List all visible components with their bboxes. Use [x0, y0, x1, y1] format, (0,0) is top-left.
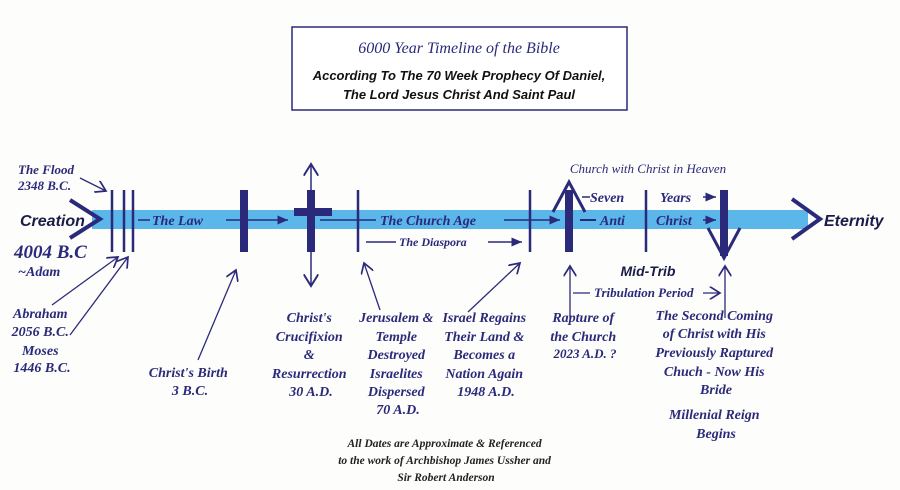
christ-label: Christ [656, 214, 693, 229]
creation-label: Creation [20, 213, 85, 230]
heaven-label: Church with Christ in Heaven [570, 161, 726, 176]
law-label: The Law [152, 214, 204, 229]
second-coming-arrow-icon [706, 190, 742, 262]
seven-label: Seven [590, 191, 624, 206]
early-markers [110, 190, 135, 252]
eternity-label: Eternity [824, 213, 885, 230]
eternity-chevron-icon [790, 197, 824, 241]
millenial-label: Millenial Reign Begins [668, 408, 763, 442]
creation-date-label: 4004 B.C ~Adam [13, 242, 91, 280]
tribulation-label: Tribulation Period [594, 285, 694, 300]
church-age-label: The Church Age [380, 214, 476, 229]
abraham-moses-label: Abraham 2056 B.C. Moses 1446 B.C. [11, 307, 73, 376]
rapture-arrow-icon [551, 178, 587, 252]
jerusalem-label: Jerusalem & Temple Destroyed Israelites … [358, 311, 437, 418]
title-sub2: The Lord Jesus Christ And Saint Paul [343, 87, 575, 102]
birth-marker [240, 190, 248, 252]
israel-label: Israel Regains Their Land & Becomes a Na… [441, 311, 529, 400]
pointer-arrows [51, 177, 520, 361]
anti-label: Anti [599, 214, 625, 229]
birth-label: Christ's Birth 3 B.C. [149, 366, 232, 399]
rapture-label: Rapture of the Church 2023 A.D. ? [550, 311, 619, 361]
mid-trib-label: Mid-Trib [621, 263, 676, 279]
title-sub1: According To The 70 Week Prophecy Of Dan… [312, 68, 606, 83]
creation-chevron-icon [68, 198, 104, 240]
years-label: Years [660, 191, 692, 206]
cross-icon [294, 164, 332, 286]
title-box: 6000 Year Timeline of the Bible Accordin… [291, 26, 628, 111]
title-main: 6000 Year Timeline of the Bible [358, 40, 560, 57]
second-coming-label: The Second Coming of Christ with His Pre… [655, 309, 776, 398]
timeline-band [92, 210, 808, 229]
flood-label: The Flood 2348 B.C. [17, 162, 77, 193]
footer-note: All Dates are Approximate & Referenced t… [338, 438, 554, 484]
diaspora-label: The Diaspora [399, 235, 467, 249]
crucifixion-label: Christ's Crucifixion & Resurrection 30 A… [271, 311, 350, 400]
